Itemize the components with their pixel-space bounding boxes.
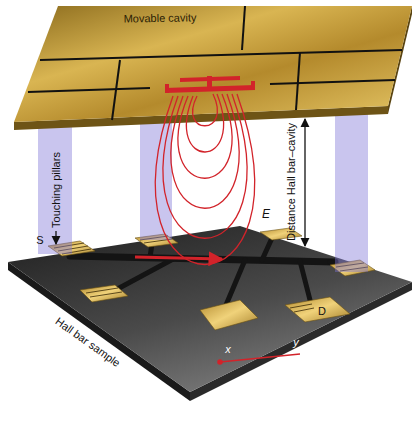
dimension-arrow [305, 119, 306, 246]
current-channel [135, 257, 222, 259]
dimension-label: Distance Hall bar–cavity [285, 123, 297, 241]
cavity-slot [165, 84, 169, 93]
field-line [178, 94, 232, 178]
contact-pad [285, 297, 350, 322]
cavity-slot [207, 76, 212, 90]
hall-bar [262, 238, 272, 260]
current-channel [135, 257, 222, 259]
contact-pad [48, 228, 375, 330]
field-line [193, 94, 218, 126]
field-line [186, 94, 223, 152]
pad-fingers [90, 292, 122, 297]
pad-fingers [54, 236, 368, 312]
pillar [335, 110, 368, 272]
leader-arrow [56, 231, 57, 244]
hall-bar [226, 260, 245, 305]
pin-name: S [36, 234, 43, 246]
hall-bar [300, 261, 310, 300]
leader-arrow [55, 231, 56, 244]
contact-pad [80, 285, 128, 302]
contact-pad [200, 300, 258, 330]
axis-label: y [293, 336, 299, 348]
callout-label: Touching pillars [50, 152, 62, 228]
cavity-grooves [28, 6, 402, 120]
cavity-slot [165, 76, 255, 93]
field-line [155, 94, 254, 265]
field-line [163, 94, 247, 238]
part-name: Movable cavity [124, 11, 197, 24]
pad-fingers [86, 288, 118, 293]
axis-lines [220, 354, 300, 362]
hall-bar [70, 238, 348, 305]
pad-fingers [290, 304, 312, 308]
pin-name: D [318, 305, 326, 317]
axis-lines [218, 360, 222, 364]
cavity-slot [251, 81, 255, 90]
field-symbol: E [262, 208, 270, 221]
cavity-grooves [296, 52, 300, 110]
axis-label: x [225, 343, 231, 355]
cavity-grooves [40, 50, 402, 60]
cavity-grooves [242, 6, 245, 50]
cavity-grooves [270, 80, 395, 84]
field-line [171, 94, 239, 208]
field-line [155, 94, 254, 265]
hall-bar [110, 258, 175, 293]
pad-fingers [294, 308, 314, 312]
hall-bar [70, 256, 335, 262]
cavity-plate [14, 6, 412, 122]
dimension-arrow [304, 119, 305, 246]
cavity-grooves [28, 88, 150, 92]
pillar [38, 110, 368, 272]
axis-lines [218, 354, 300, 364]
cavity-plate [14, 6, 412, 130]
